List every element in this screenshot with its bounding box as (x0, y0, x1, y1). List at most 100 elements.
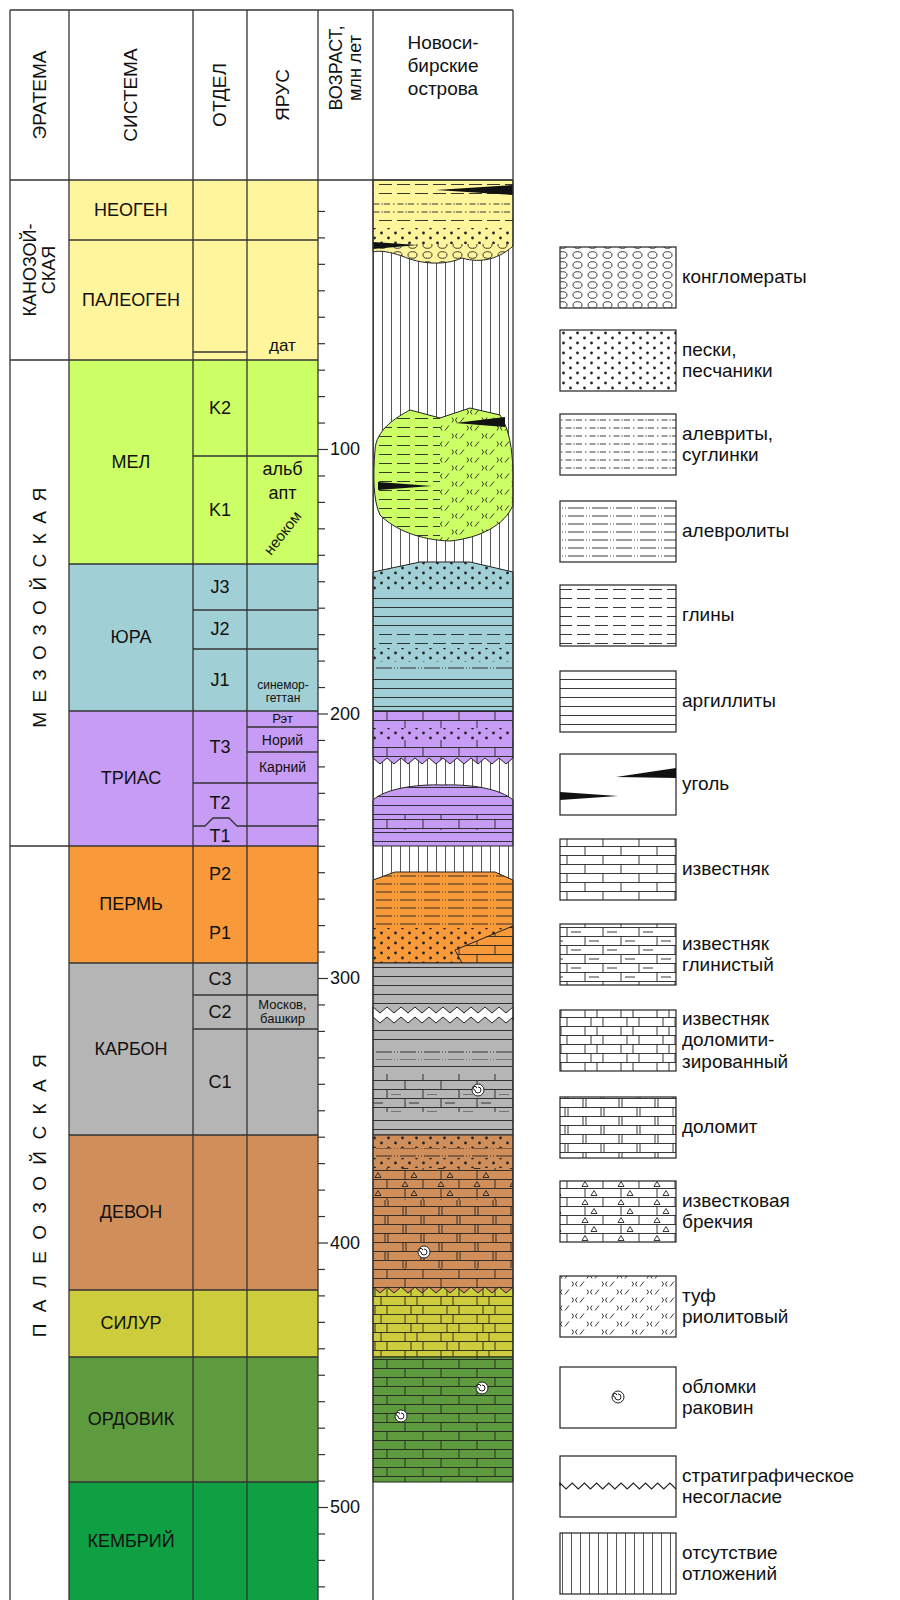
legend-swatch (560, 754, 676, 815)
grid-line (246, 10, 247, 1600)
grid-line (512, 10, 513, 1600)
legend-text: пески, песчаники (682, 339, 794, 382)
swatch-box (560, 754, 676, 815)
coal-lens (378, 482, 432, 490)
age-tick (318, 608, 325, 609)
art-part (373, 780, 513, 846)
stage-label: дат (247, 337, 318, 355)
legend-text: уголь (682, 773, 882, 794)
age-tick (318, 1507, 328, 1508)
stage-label: Москов, башкир (248, 998, 317, 1025)
grid-line (10, 179, 513, 180)
art-part (373, 405, 513, 545)
rock-pattern (373, 1112, 513, 1135)
rotated-label: ОТДЕЛ (210, 14, 230, 176)
art-part (373, 868, 513, 963)
rock-pattern (373, 1024, 513, 1046)
band-label: C2 (208, 1003, 231, 1022)
legend-text: конгломераты (682, 266, 882, 287)
rock-pattern (373, 180, 513, 200)
age-tick (318, 1084, 325, 1085)
legend-text: туф риолитовый (682, 1285, 792, 1328)
grid-line (69, 1134, 318, 1135)
grid-line (10, 845, 318, 846)
age-tick (318, 1586, 325, 1587)
swatch-box (560, 924, 676, 985)
band-label: J3 (210, 578, 229, 597)
rock-unit (373, 1135, 513, 1295)
age-tick (318, 211, 325, 212)
age-tick (318, 1428, 325, 1429)
header-cell: ЯРУС (247, 10, 318, 180)
grid-line (69, 1289, 318, 1290)
rotated-label: КАНОЗОЙ- СКАЯ (21, 215, 59, 325)
rock-pattern (373, 815, 513, 830)
age-tick (318, 396, 325, 397)
rock-unit (373, 405, 513, 545)
system-band: ПАЛЕОГЕН (69, 240, 193, 360)
rock-pattern (373, 648, 513, 662)
band-label: K1 (209, 501, 231, 520)
grid-line (9, 10, 10, 1600)
rock-pattern (373, 711, 513, 728)
age-label: 400 (330, 1234, 372, 1253)
epoch-cell: P1 (193, 903, 247, 963)
swatch-box (560, 671, 676, 732)
stage-label: Карний (247, 760, 318, 775)
band-label: ТРИАС (101, 769, 162, 788)
age-tick (318, 660, 325, 661)
age-tick (318, 555, 325, 556)
grid-line (69, 1356, 318, 1357)
age-tick (318, 1004, 325, 1005)
rock-unit (373, 1280, 513, 1357)
legend-swatch (560, 671, 676, 732)
rock-pattern (373, 1094, 513, 1112)
age-tick (318, 1189, 325, 1190)
coal-lens (560, 792, 618, 800)
grid-line (10, 9, 513, 10)
swatch-box (560, 1276, 676, 1337)
grid-line (193, 648, 318, 649)
legend-text: аргиллиты (682, 690, 882, 711)
rotated-label: ПАЛЕОЗОЙСКАЯ (30, 840, 50, 1540)
epoch-cell: T2 (193, 783, 247, 824)
system-band: ДЕВОН (69, 1135, 193, 1290)
grid-line (193, 455, 318, 456)
legend-swatch (560, 839, 676, 900)
age-tick (318, 713, 328, 714)
shell-symbol (418, 1246, 430, 1258)
age-tick (318, 1137, 325, 1138)
age-tick (318, 951, 325, 952)
eratheme-band: МЕЗОЗОЙСКАЯ (10, 360, 69, 846)
rock-pattern (373, 200, 513, 214)
age-tick (318, 528, 325, 529)
rock-pattern (373, 674, 513, 711)
table-grid (10, 10, 513, 1600)
age-tick (318, 1057, 325, 1058)
rock-pattern (373, 868, 513, 928)
age-tick (318, 899, 325, 900)
age-tick (318, 237, 325, 238)
band-label: КЕМБРИЙ (87, 1532, 174, 1551)
legend-text: известняк (682, 858, 882, 879)
stage-label: апт (247, 484, 318, 503)
band-label: КАРБОН (94, 1040, 167, 1059)
grid-line (247, 726, 318, 727)
rock-pattern (373, 830, 513, 846)
legend-text: алевролиты (682, 520, 882, 541)
age-tick (318, 1295, 325, 1296)
band-label: T2 (209, 794, 230, 813)
rock-pattern (373, 1046, 513, 1060)
rock-pattern (373, 560, 513, 590)
stage-label: Норий (247, 733, 318, 748)
age-tick (318, 449, 328, 450)
age-tick (318, 1480, 325, 1481)
rock-outline (373, 1357, 513, 1482)
header-cell: Новоси- бирские острова (373, 10, 513, 180)
legend-swatch (560, 1181, 676, 1242)
age-label: 500 (330, 1498, 372, 1517)
age-tick (318, 1031, 325, 1032)
age-label: 100 (330, 440, 372, 459)
rock-pattern (440, 405, 513, 545)
